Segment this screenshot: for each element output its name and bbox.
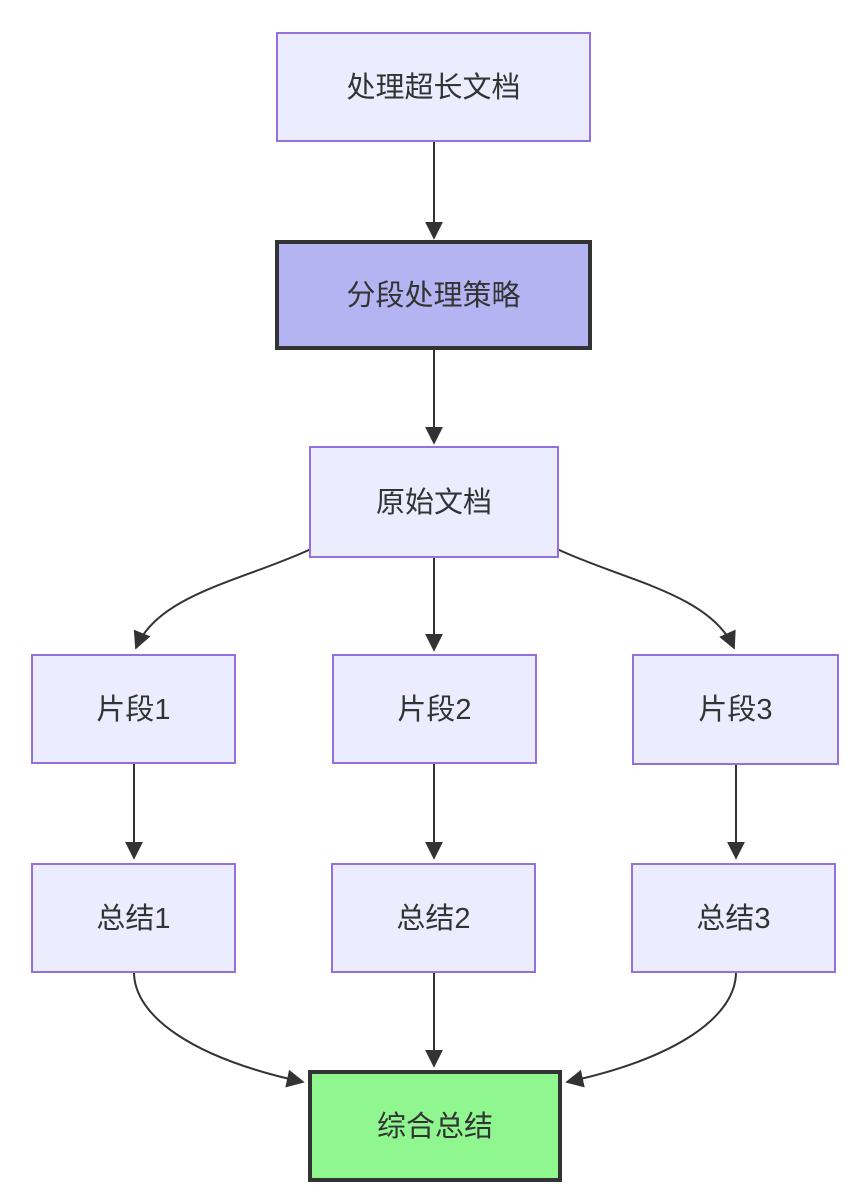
node-summary-2: 总结2: [331, 863, 536, 973]
node-combined-summary: 综合总结: [308, 1070, 562, 1182]
node-summary-2-box: [331, 863, 536, 973]
node-segment-1-label: 片段1: [96, 693, 170, 726]
node-original-doc-box: [309, 446, 559, 558]
node-combined-summary-box: [308, 1070, 562, 1182]
node-segment-3-box: [632, 654, 839, 765]
node-segment-2: 片段2: [332, 654, 537, 764]
node-summary-2-label: 总结2: [396, 902, 470, 935]
node-segment-2-box: [332, 654, 537, 764]
node-combined-summary-label: 综合总结: [377, 1110, 493, 1143]
node-original-doc-label: 原始文档: [376, 486, 492, 519]
edge-e3-f: [565, 971, 737, 1088]
node-segmentation-strategy-label: 分段处理策略: [346, 279, 520, 312]
node-summary-1-label: 总结1: [96, 902, 170, 935]
node-process-long-doc: 处理超长文档: [276, 32, 591, 142]
edge-e1-f: [133, 971, 305, 1088]
node-original-doc: 原始文档: [309, 446, 559, 558]
node-summary-3-box: [631, 863, 836, 973]
node-summary-3: 总结3: [631, 863, 836, 973]
node-segmentation-strategy-box: [275, 240, 592, 350]
edge-c-d1: [133, 548, 312, 650]
edge-c-d3: [556, 548, 736, 650]
node-summary-1: 总结1: [31, 863, 236, 973]
edge-layer: [125, 142, 745, 1088]
node-segment-1-box: [31, 654, 236, 764]
node-segment-1: 片段1: [31, 654, 236, 764]
node-layer: 处理超长文档 分段处理策略 原始文档 片段1 片段2 片段3: [31, 32, 839, 1182]
node-segment-3: 片段3: [632, 654, 839, 765]
node-segment-2-label: 片段2: [397, 693, 471, 726]
node-segment-3-label: 片段3: [698, 693, 772, 726]
node-summary-1-box: [31, 863, 236, 973]
node-process-long-doc-label: 处理超长文档: [346, 71, 520, 104]
node-summary-3-label: 总结3: [696, 902, 770, 935]
node-process-long-doc-box: [276, 32, 591, 142]
node-segmentation-strategy: 分段处理策略: [275, 240, 592, 350]
